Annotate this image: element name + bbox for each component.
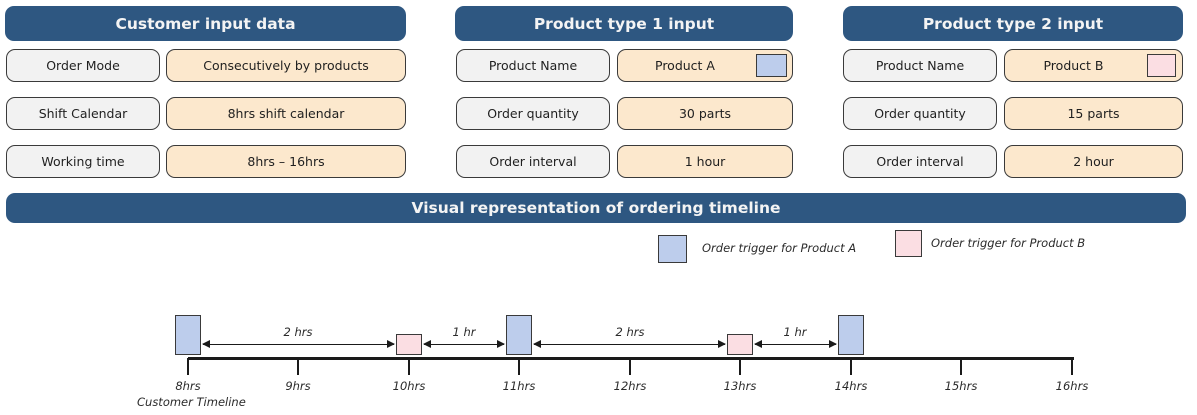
order-trigger-product-a [175,315,201,355]
customer-shift-calendar-label: Shift Calendar [6,97,160,130]
cell-text: Order quantity [874,106,966,121]
product1-quantity-value: 30 parts [617,97,793,130]
arrow-shaft [534,343,725,346]
tick-label: 11hrs [502,379,536,393]
order-trigger-product-a [838,315,864,355]
product1-interval-value: 1 hour [617,145,793,178]
product2-name-value: Product B [1004,49,1183,82]
cell-text: Working time [41,154,125,169]
arrowhead-right-icon [387,340,395,348]
tick-12hrs [629,358,631,375]
customer-order-mode-value: Consecutively by products [166,49,406,82]
customer-order-mode-label: Order Mode [6,49,160,82]
cell-text: Order Mode [46,58,120,73]
cell-text: Consecutively by products [203,58,369,73]
cell-text: Product Name [488,58,578,73]
interval-label: 1 hr [783,325,807,339]
interval-arrow-10-11 [423,340,505,349]
legend-label-product-b: Order trigger for Product B [931,236,1086,250]
legend-label-product-a: Order trigger for Product A [702,241,857,255]
product2-quantity-label: Order quantity [843,97,997,130]
tick-label: 12hrs [613,379,647,393]
cell-text: Shift Calendar [38,106,128,121]
cell-text: 15 parts [1067,106,1120,121]
order-trigger-product-a [506,315,532,355]
cell-text: 1 hour [684,154,726,169]
tick-label: 16hrs [1055,379,1089,393]
cell-text: Order interval [489,154,577,169]
tick-13hrs [739,358,741,375]
product1-interval-label: Order interval [456,145,610,178]
tick-14hrs [850,358,852,375]
product2-interval-value: 2 hour [1004,145,1183,178]
customer-shift-calendar-value: 8hrs shift calendar [166,97,406,130]
cell-text: 8hrs – 16hrs [247,154,325,169]
tick-label: 8hrs [175,379,201,393]
legend-swatch-product-b [895,230,922,257]
product1-name-value: Product A [617,49,793,82]
arrowhead-right-icon [497,340,505,348]
order-trigger-product-b [396,334,422,355]
tick-9hrs [297,358,299,375]
product1-name-label: Product Name [456,49,610,82]
panel-title: Product type 1 input [533,14,715,33]
tick-8hrs [187,358,189,375]
tick-label: 10hrs [392,379,426,393]
product-b-color-swatch [1147,54,1176,77]
customer-working-time-value: 8hrs – 16hrs [166,145,406,178]
product2-name-label: Product Name [843,49,997,82]
tick-15hrs [960,358,962,375]
customer-timeline-label: Customer Timeline [137,395,246,409]
arrow-shaft [755,343,836,346]
interval-label: 1 hr [452,325,476,339]
product1-quantity-label: Order quantity [456,97,610,130]
tick-label: 14hrs [834,379,868,393]
tick-16hrs [1071,358,1073,375]
interval-label: 2 hrs [283,325,313,339]
cell-text: Order quantity [487,106,579,121]
product2-interval-label: Order interval [843,145,997,178]
tick-11hrs [518,358,520,375]
tick-label: 9hrs [285,379,311,393]
customer-working-time-label: Working time [6,145,160,178]
timeline-banner: Visual representation of ordering timeli… [6,193,1186,223]
cell-text: 8hrs shift calendar [227,106,345,121]
tick-label: 15hrs [944,379,978,393]
interval-arrow-13-14 [754,340,837,349]
interval-label: 2 hrs [615,325,645,339]
cell-text: 2 hour [1073,154,1114,169]
arrow-shaft [424,343,504,346]
panel-customer-input-header: Customer input data [5,6,406,41]
cell-text: 30 parts [678,106,732,121]
order-trigger-product-b [727,334,753,355]
timeline-axis [188,357,1074,360]
panel-product-type-1-header: Product type 1 input [455,6,793,41]
interval-arrow-8-10 [202,340,395,349]
arrowhead-right-icon [829,340,837,348]
cell-text: Product Name [875,58,965,73]
arrow-shaft [203,343,394,346]
legend-swatch-product-a [658,235,687,263]
tick-label: 13hrs [723,379,757,393]
cell-text: Product B [1043,58,1104,73]
cell-text: Order interval [876,154,964,169]
tick-10hrs [408,358,410,375]
panel-title: Customer input data [115,14,296,33]
product2-quantity-value: 15 parts [1004,97,1183,130]
cell-text: Product A [655,58,715,73]
panel-title: Product type 2 input [922,14,1104,33]
arrowhead-right-icon [718,340,726,348]
banner-title: Visual representation of ordering timeli… [411,199,781,217]
product-a-color-swatch [756,54,787,77]
interval-arrow-11-13 [533,340,726,349]
panel-product-type-2-header: Product type 2 input [843,6,1183,41]
